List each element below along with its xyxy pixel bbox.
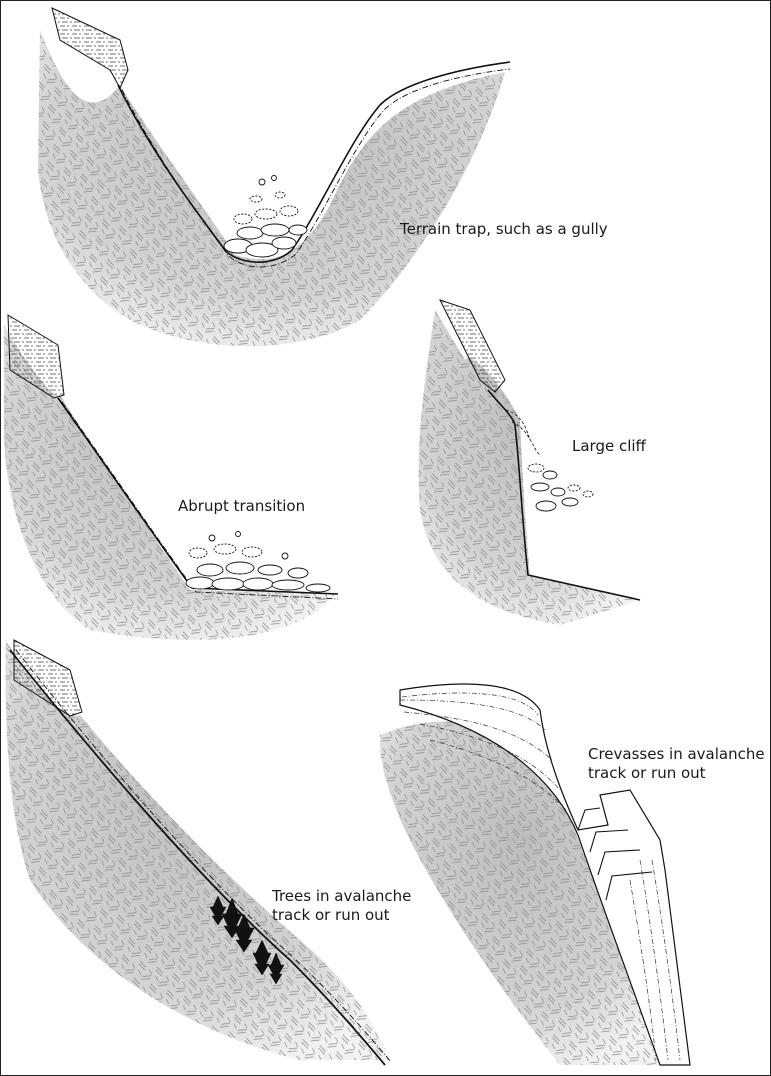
gully-debris [224,176,307,258]
trees-label-line-2: track or run out [272,906,411,925]
cliff-panel [419,300,640,625]
transition-panel [4,315,338,640]
cliff-debris [528,464,593,511]
crevasses-label: Crevasses in avalanche track or run out [588,745,765,783]
gully-label: Terrain trap, such as a gully [400,220,608,239]
trees-label: Trees in avalanche track or run out [272,887,411,925]
trees-label-line-1: Trees in avalanche [272,887,411,906]
gully-snow-slab [52,8,128,88]
transition-debris [186,532,330,593]
crevasses-panel [380,684,690,1065]
cliff-label: Large cliff [572,437,646,456]
trees-panel [6,640,391,1065]
crevasses-label-line-2: track or run out [588,764,765,783]
gully-panel [38,8,510,346]
crevasses-label-line-1: Crevasses in avalanche [588,745,765,764]
transition-label: Abrupt transition [178,497,305,516]
